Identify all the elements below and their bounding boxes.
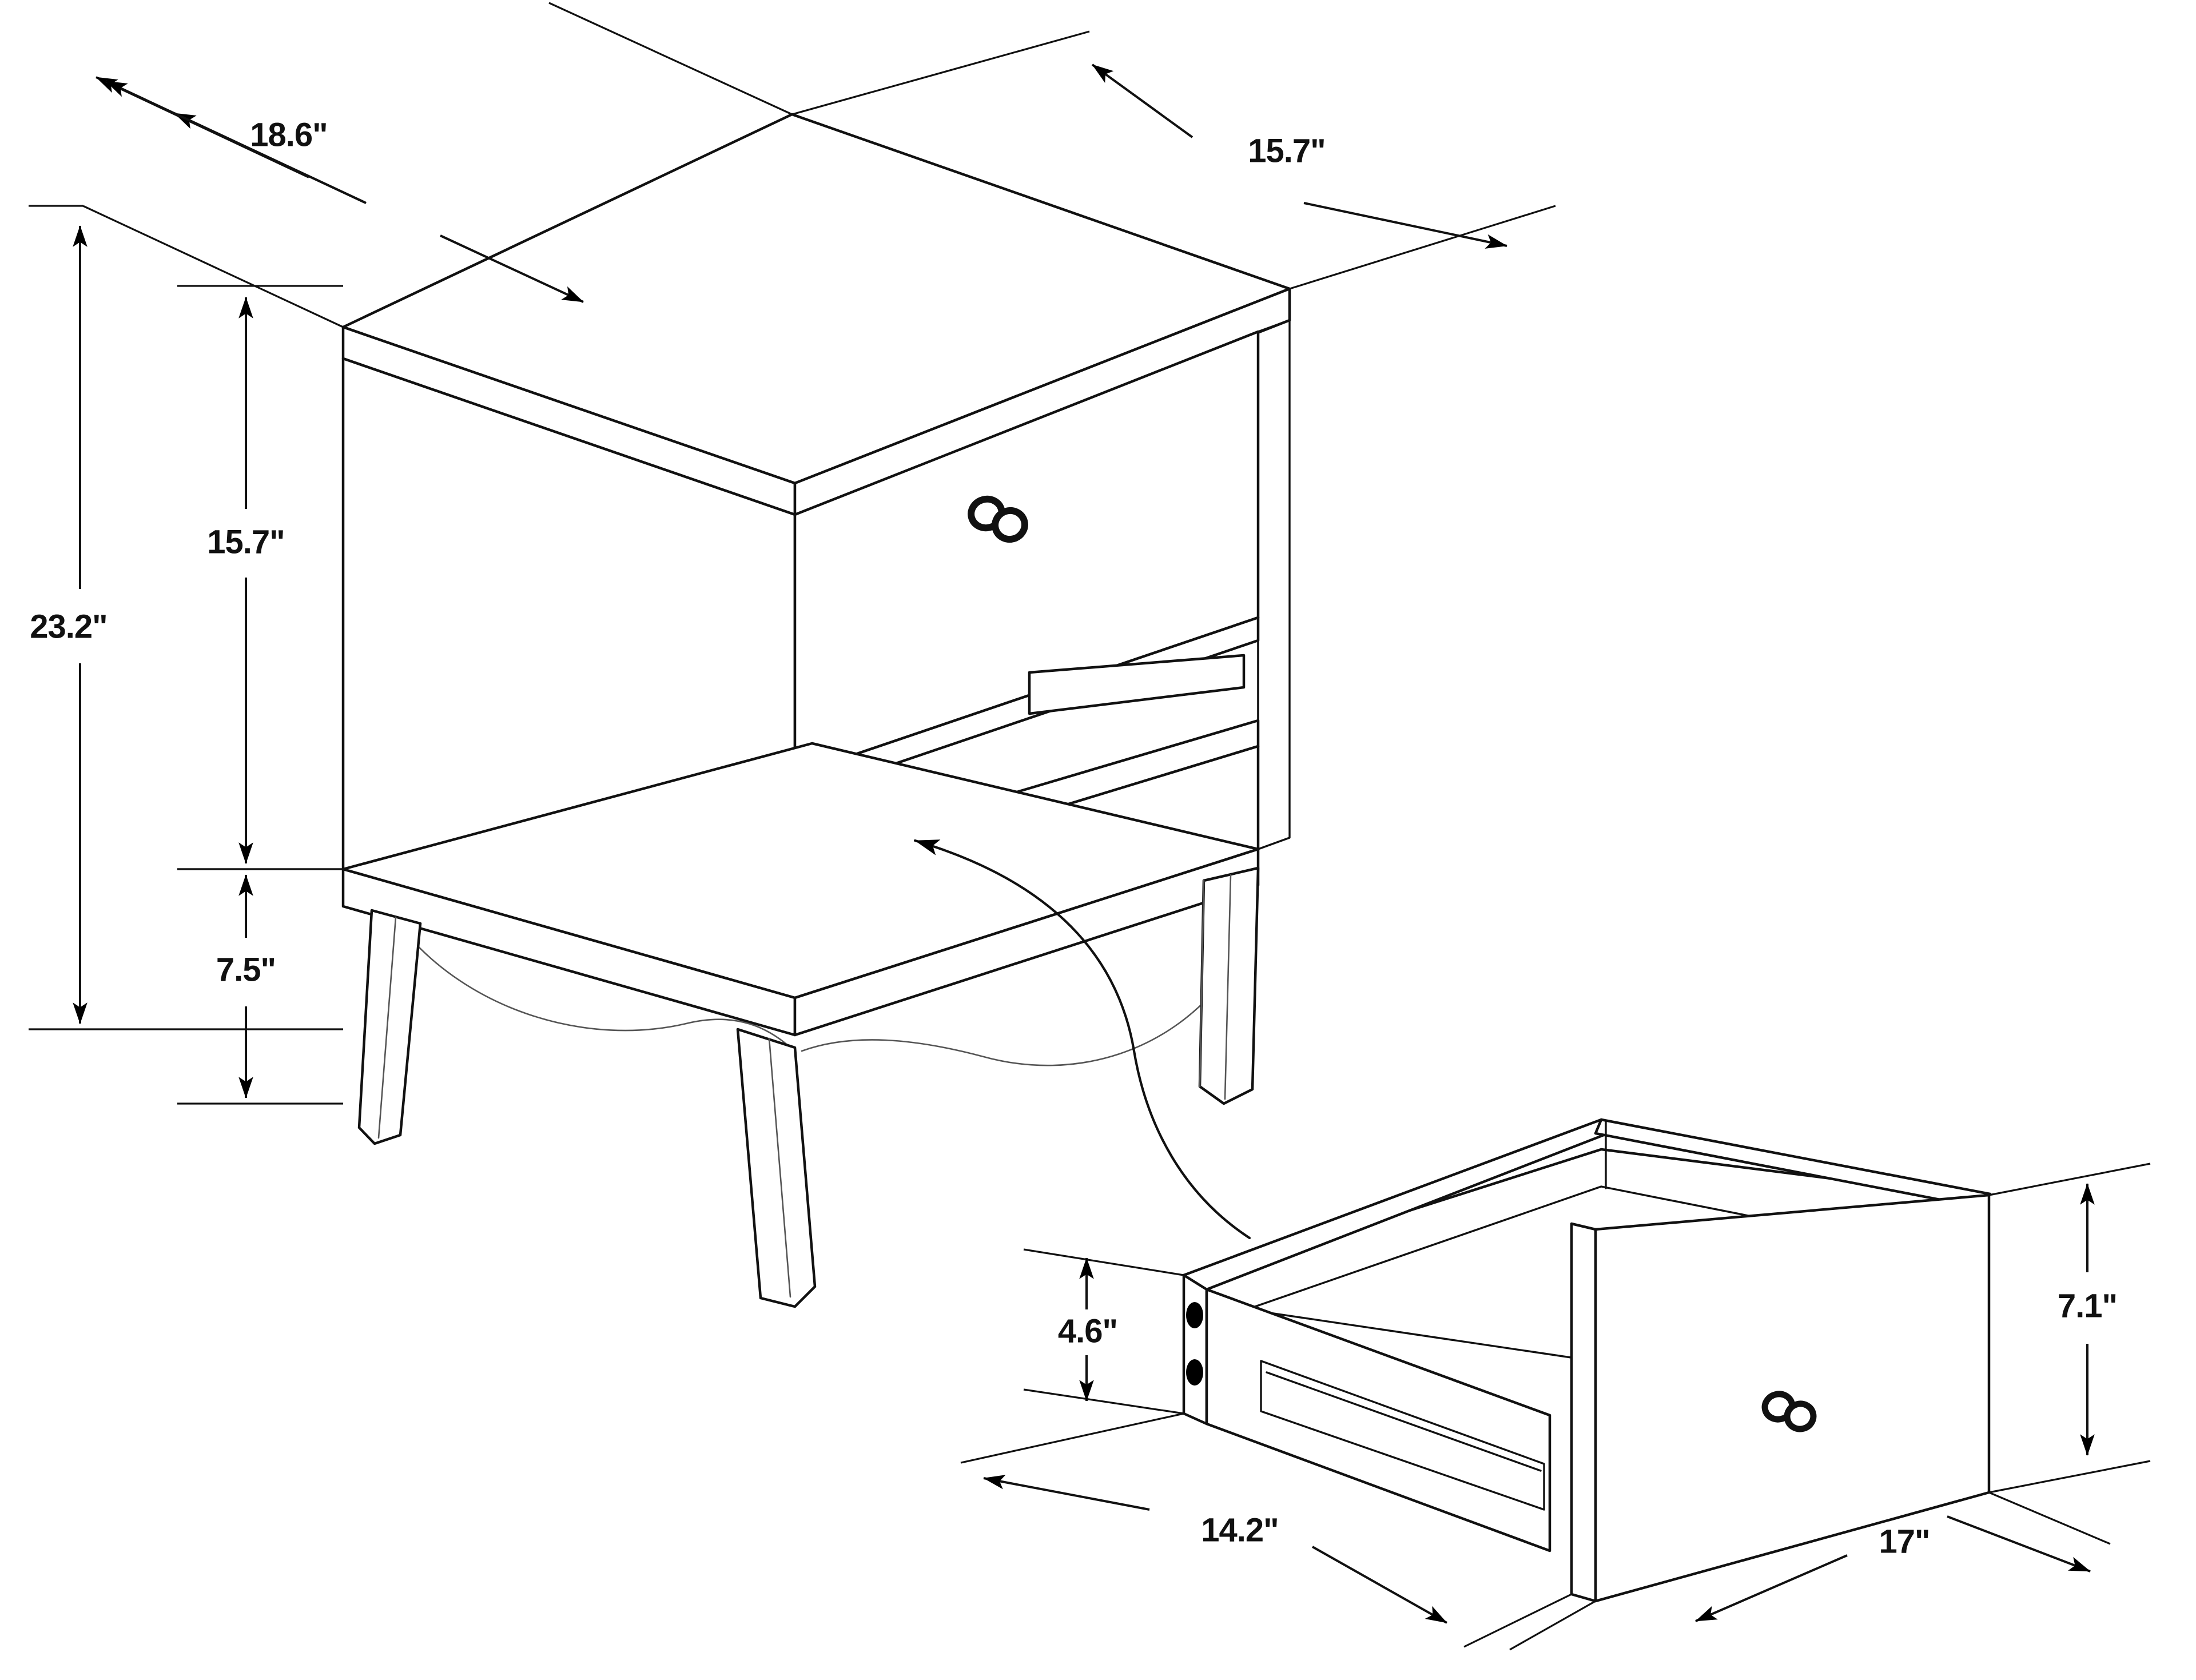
- dim-label-drawer-inner-height: 4.6": [1058, 1312, 1117, 1349]
- dimension-cabinet-height: 23.2": [29, 205, 343, 1030]
- nightstand-body: [341, 113, 1291, 1308]
- assembly-arrow-path: [913, 839, 1251, 1240]
- cabinet-leg-left: [357, 909, 422, 1145]
- dimension-drawer-inner-height: 4.6": [1023, 1248, 1184, 1415]
- cabinet-leg-left-inner: [377, 916, 397, 1139]
- dimension-drawer-box-width: 14.2": [960, 1412, 1572, 1648]
- dowel-hole-lower-icon: [1186, 1359, 1203, 1386]
- drawer-inner-groove-line: [1266, 1371, 1542, 1472]
- cabinet-apron-right: [801, 971, 1231, 1066]
- dimension-cabinet-leg-height: 7.5": [177, 868, 343, 1105]
- drawer-front-knob-icon: [1761, 1391, 1817, 1432]
- cabinet-leg-right-inner: [1224, 874, 1232, 1100]
- dimension-drawer-front-width: 17": [1509, 1491, 2111, 1651]
- dim-label-leg-height: 7.5": [216, 951, 276, 988]
- drawer-front-panel-edge: [1570, 1222, 1597, 1603]
- dim-label-width-top: 15.7": [1248, 132, 1325, 169]
- cabinet-apron-left: [399, 925, 790, 1048]
- cabinet-leg-front-inner: [768, 1037, 791, 1298]
- dim-label-drawer-front-width: 17": [1879, 1523, 1930, 1560]
- dim-label-case-height: 15.7": [207, 523, 284, 560]
- drawer-right-rim: [1594, 1118, 1992, 1208]
- drawer-left-rim: [1182, 1118, 1620, 1291]
- drawer-front-bottom-edge: [1594, 1491, 1990, 1602]
- drawer-knob-icon: [968, 495, 1028, 543]
- dimension-cabinet-case-height: 15.7": [177, 285, 343, 870]
- dowel-hole-upper-icon: [1186, 1302, 1203, 1328]
- cabinet-right-rear-post: [1257, 319, 1291, 850]
- dim-label-height: 23.2": [30, 608, 107, 645]
- cabinet-leg-front: [736, 1028, 817, 1308]
- dimension-cabinet-depth: 18.6": [82, 2, 793, 328]
- cabinet-leg-right-back: [1199, 879, 1205, 1088]
- drawer-box: [1182, 1118, 1992, 1603]
- dimension-drawer-front-height: 7.1": [1988, 1163, 2151, 1494]
- cabinet-leg-right: [1198, 866, 1260, 1105]
- dimension-cabinet-width: 15.7": [791, 30, 1556, 290]
- dim-label-drawer-front-height: 7.1": [2058, 1287, 2117, 1324]
- drawer-inner-groove: [1260, 1360, 1545, 1511]
- assembly-direction-arrow: [913, 839, 1251, 1240]
- dim-label-depth: 18.6": [250, 116, 327, 153]
- dim-label-drawer-box-width: 14.2": [1201, 1511, 1278, 1548]
- drawer-left-outer-face: [1205, 1288, 1551, 1552]
- drawer-left-side-wall: [1182, 1273, 1208, 1426]
- cabinet-shelf-board-front: [1028, 654, 1245, 674]
